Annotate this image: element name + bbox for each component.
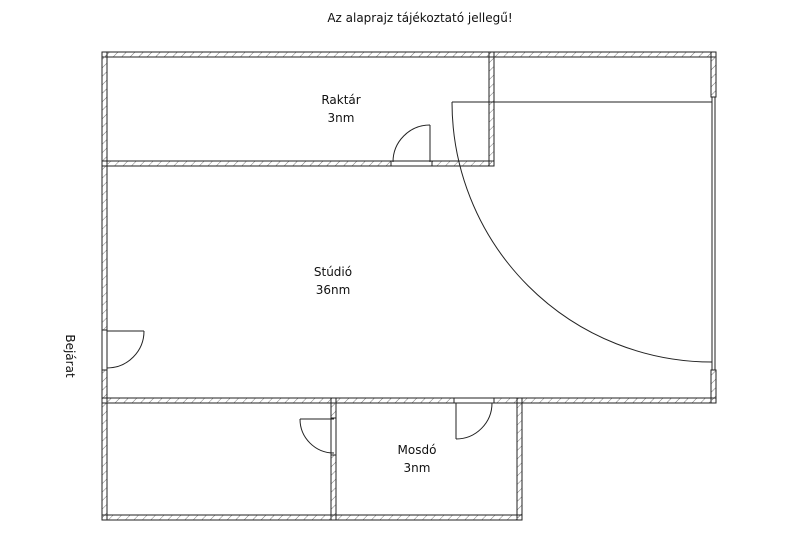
wall-top (101, 51, 717, 58)
door-lower-room[interactable] (299, 417, 337, 456)
room-label-studio: Stúdió 36nm (314, 263, 352, 299)
wall-studio-bottom-a (101, 397, 455, 404)
wall-right-upper (710, 51, 717, 98)
door-mosdo[interactable] (453, 397, 495, 440)
wall-bottom (101, 514, 523, 521)
room-area: 36nm (315, 283, 351, 297)
wall-mid-lower (330, 454, 337, 521)
door-studio-large[interactable] (451, 101, 713, 363)
room-name: Stúdió (313, 265, 353, 279)
wall-left-lower (101, 369, 108, 521)
door-storage[interactable] (390, 124, 433, 167)
room-label-mosdo: Mosdó 3nm (398, 441, 437, 477)
room-area: 3nm (403, 461, 431, 475)
room-name: Raktár (321, 93, 361, 107)
room-area: 3nm (327, 111, 355, 125)
wall-mid-upper (330, 397, 337, 419)
wall-storage-bottom-b (431, 160, 495, 167)
door-entrance[interactable] (101, 329, 145, 371)
wall-mosdo-right (516, 397, 523, 521)
wall-storage-right (488, 51, 495, 167)
wall-left-upper (101, 51, 108, 331)
wall-storage-bottom-a (101, 160, 392, 167)
room-label-storage: Raktár 3nm (321, 91, 360, 127)
entrance-label: Bejárat (63, 334, 77, 378)
disclaimer-title: Az alaprajz tájékoztató jellegű! (327, 11, 513, 25)
wall-studio-bottom-b (493, 397, 717, 404)
room-name: Mosdó (397, 443, 437, 457)
